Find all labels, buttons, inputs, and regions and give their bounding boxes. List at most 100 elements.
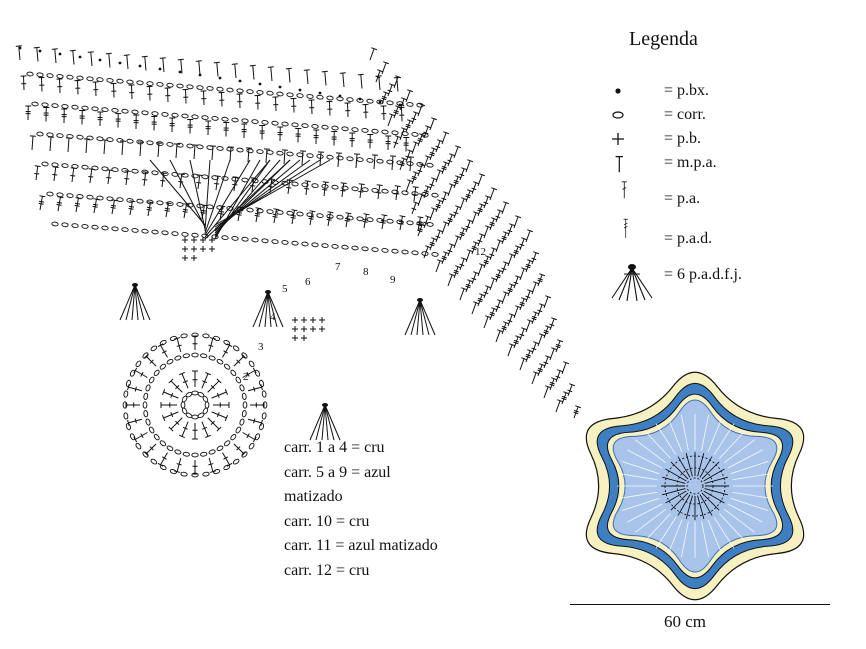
stitch-symbol [124,170,131,186]
stitch-symbol [405,119,414,133]
chain-oval [121,108,129,114]
chain-oval [135,442,142,450]
v-line [189,159,206,230]
chain-oval [111,167,119,172]
stitch-symbol [304,180,311,196]
stitch-symbol [349,132,356,148]
chain-oval [66,74,74,80]
chain-oval [276,150,284,156]
stitch-symbol [519,267,528,281]
chain-oval [291,122,299,128]
chain-oval [281,180,289,186]
stitch-symbol [254,207,262,223]
stitch-symbol [381,91,390,105]
stitch-symbol [272,96,279,112]
stitch-symbol [208,457,216,473]
v-line [149,159,206,226]
stitch-symbol [389,155,397,171]
v-line [204,159,211,232]
chain-oval [211,116,219,121]
chain-oval [231,236,239,241]
stitch-symbol [83,138,91,154]
stitch-symbol [417,193,426,207]
center-stitch [704,488,728,496]
legend-label: = p.b. [664,130,702,147]
stitch-symbol [317,151,325,167]
legend-label: = m.p.a. [664,154,717,171]
chain-oval [271,120,279,126]
sc-plus [191,246,197,252]
cluster-leg [419,299,436,336]
slip-stitch-dot [378,100,382,104]
stitch-symbol [245,147,253,163]
chain-oval [146,81,154,86]
stitch-symbol [227,146,235,162]
chain-oval [171,112,179,118]
v-line [169,159,206,228]
stitch-symbol [241,123,248,139]
chain-oval [381,129,389,135]
note-line: carr. 5 a 9 = azul [284,463,391,481]
mpa-icon [615,156,623,173]
stitch-symbol [525,349,534,363]
stitch-symbol [303,69,310,85]
stitch-symbol [423,245,432,259]
chain-oval [254,433,261,441]
stitch-symbol [161,411,179,421]
stitch-symbol [465,189,474,203]
stitch-symbol [151,115,158,131]
chain-oval [208,355,216,361]
round-number: 8 [363,266,369,278]
stitch-symbol [353,153,361,169]
chain-oval [416,221,424,226]
stitch-symbols [15,45,582,475]
stitch-symbol [249,64,256,80]
chain-oval [151,229,159,235]
cluster-leg [134,284,145,321]
chain-oval [166,445,174,452]
stitch-symbol [286,179,293,195]
stitch-symbol [290,97,297,113]
sc-plus [301,317,307,323]
slip-stitch-dot [238,79,242,83]
stitch-symbol [43,106,50,122]
chain-oval [101,166,109,172]
stitch-symbol [387,113,396,127]
stitch-symbol [513,245,522,259]
stitch-symbol [441,161,450,175]
chain-oval [286,151,294,157]
stitch-symbol [128,84,135,100]
stitch-symbol [92,198,100,214]
stitch-symbol [143,443,157,457]
stitch-symbol [525,259,534,273]
stitch-symbol [133,114,140,130]
stitch-symbol [411,201,420,215]
stitch-symbol [218,205,226,221]
stitch-symbol [200,204,208,220]
chain-oval [143,410,149,418]
chain-oval [91,106,99,112]
sc-plus [292,335,298,341]
chain-oval [101,107,109,112]
v-line [214,159,271,238]
chain-oval [101,225,109,231]
slip-stitch-dot [178,70,182,74]
stitch-symbol [507,253,516,267]
stitch-symbol [489,307,498,321]
chain-oval [129,369,136,377]
chain-oval [223,363,231,370]
chain-oval [254,369,261,377]
chain-oval [126,138,134,144]
chain-oval [191,414,199,420]
chain-oval [236,147,244,153]
stitch-symbol [161,389,179,399]
chain-oval [169,469,177,475]
stitch-symbol [205,120,212,136]
v-line [214,159,261,240]
chain-oval [202,395,209,403]
chain-oval [371,247,379,252]
chain-oval [356,216,364,222]
slip-stitch-dot [338,94,342,98]
chain-oval [196,144,204,150]
stitch-symbol [477,263,486,277]
